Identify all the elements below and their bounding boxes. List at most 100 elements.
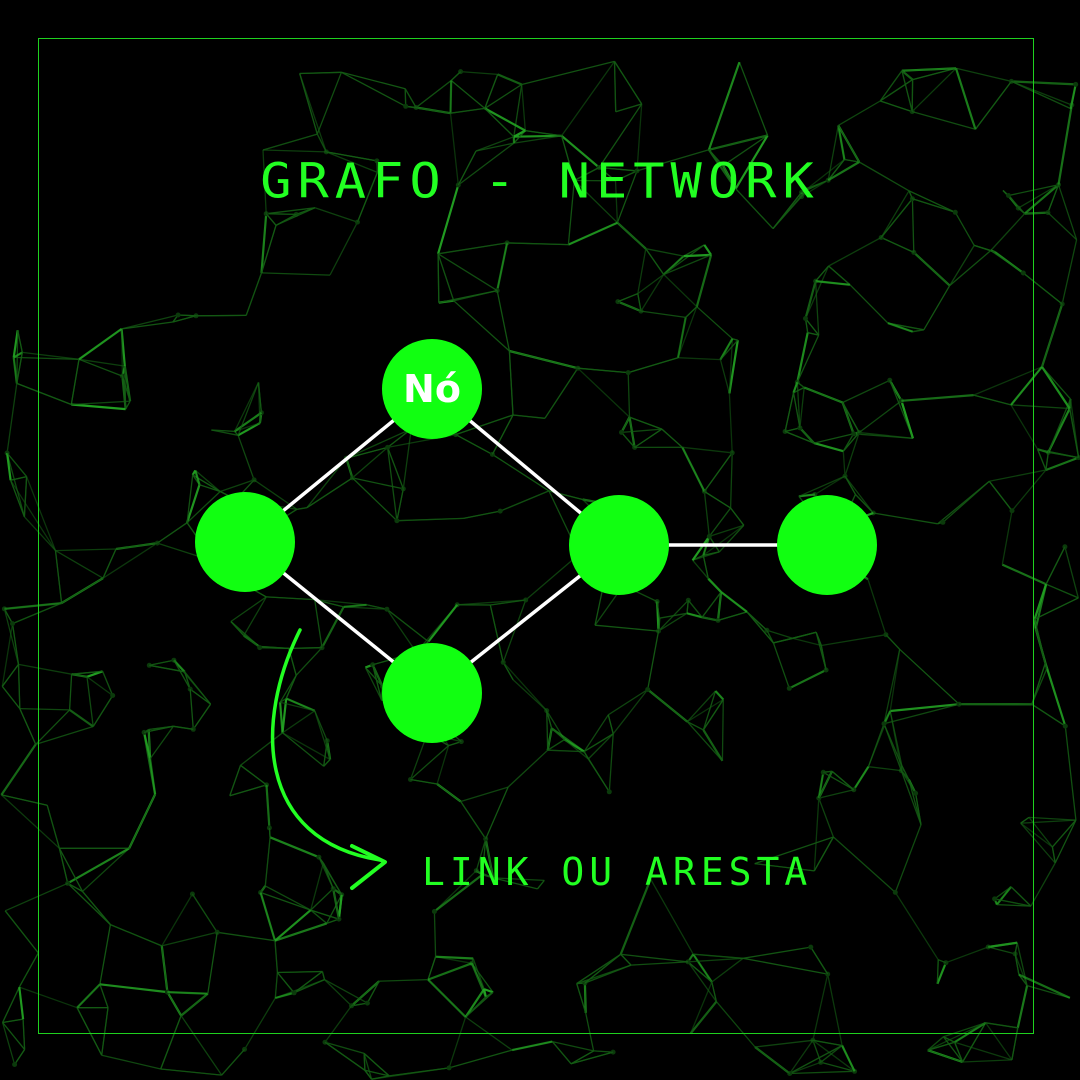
network-line <box>496 290 511 352</box>
network-dot <box>619 429 624 435</box>
network-line <box>818 789 854 799</box>
network-line <box>167 991 208 995</box>
network-line <box>449 113 459 186</box>
network-line <box>82 847 130 892</box>
network-line <box>160 1068 222 1076</box>
network-line <box>404 88 417 108</box>
network-line <box>23 476 28 517</box>
network-line <box>363 1052 390 1077</box>
network-line <box>285 697 316 712</box>
network-line <box>587 733 614 760</box>
network-line <box>1064 726 1077 821</box>
network-line <box>812 1040 822 1063</box>
network-line <box>149 659 175 666</box>
network-line <box>658 612 688 632</box>
network-line <box>1010 886 1032 907</box>
network-dot <box>385 444 391 450</box>
network-line <box>229 765 242 796</box>
network-line <box>842 451 846 477</box>
network-line <box>356 172 379 223</box>
network-line <box>628 357 679 374</box>
network-line <box>793 386 805 394</box>
network-line <box>497 73 522 86</box>
network-line <box>813 442 844 453</box>
network-line <box>544 367 579 419</box>
network-line <box>1045 456 1079 472</box>
network-line <box>696 306 733 340</box>
network-line <box>607 714 614 734</box>
network-line <box>1064 546 1079 599</box>
network-line <box>513 84 523 137</box>
network-line <box>583 714 609 752</box>
network-line <box>102 542 158 579</box>
network-line <box>86 676 114 697</box>
network-line <box>955 67 1012 83</box>
network-line <box>192 703 212 730</box>
network-line <box>681 446 706 492</box>
network-line <box>576 953 622 985</box>
network-line <box>913 251 951 287</box>
network-line <box>1010 366 1043 406</box>
network-line <box>19 986 78 1009</box>
network-line <box>71 400 131 406</box>
annotation-arrow-curve <box>270 628 382 862</box>
network-line <box>364 1069 373 1080</box>
network-line <box>908 190 956 213</box>
network-line <box>619 878 652 955</box>
network-line <box>937 959 947 964</box>
network-line <box>1 623 14 687</box>
network-line <box>686 698 724 723</box>
network-line <box>1028 816 1076 821</box>
network-line <box>985 1022 1013 1061</box>
network-line <box>792 381 799 394</box>
network-line <box>912 198 956 213</box>
network-line <box>489 604 504 663</box>
network-line <box>798 475 846 497</box>
network-line <box>708 507 732 537</box>
network-line <box>99 984 109 1008</box>
network-line <box>973 394 1012 406</box>
network-line <box>2 1018 24 1024</box>
network-line <box>817 772 825 799</box>
network-line <box>1020 822 1056 864</box>
network-line <box>676 317 687 358</box>
network-line <box>352 477 404 490</box>
network-dot <box>952 209 958 215</box>
network-line <box>911 67 957 113</box>
network-line <box>324 1041 365 1055</box>
network-line <box>288 647 323 650</box>
network-line <box>511 1040 553 1052</box>
network-line <box>186 491 221 524</box>
network-line <box>942 480 990 523</box>
edge-annotation-label: LINK OU ARESTA <box>422 850 813 894</box>
network-line <box>23 516 56 552</box>
network-line <box>789 1044 843 1075</box>
network-line <box>784 427 801 433</box>
network-line <box>894 824 922 893</box>
network-line <box>943 1036 955 1043</box>
network-line <box>842 432 860 452</box>
network-line <box>900 770 922 825</box>
network-line <box>521 60 615 86</box>
network-line <box>346 428 412 459</box>
network-line <box>573 180 618 224</box>
network-line <box>985 1022 1018 1029</box>
network-line <box>260 225 277 274</box>
network-line <box>502 661 514 681</box>
network-line <box>598 166 616 182</box>
network-line <box>22 1019 26 1050</box>
network-line <box>564 739 589 760</box>
network-line <box>364 667 382 700</box>
network-line <box>460 786 509 803</box>
network-line <box>796 381 805 389</box>
network-line <box>76 1007 103 1056</box>
network-line <box>234 382 260 432</box>
network-line <box>841 1045 856 1072</box>
network-line <box>173 725 194 730</box>
network-line <box>266 207 315 215</box>
network-line <box>323 759 331 767</box>
network-line <box>14 1049 26 1065</box>
network-line <box>612 689 649 735</box>
network-line <box>629 416 663 430</box>
network-line <box>1033 583 1048 620</box>
